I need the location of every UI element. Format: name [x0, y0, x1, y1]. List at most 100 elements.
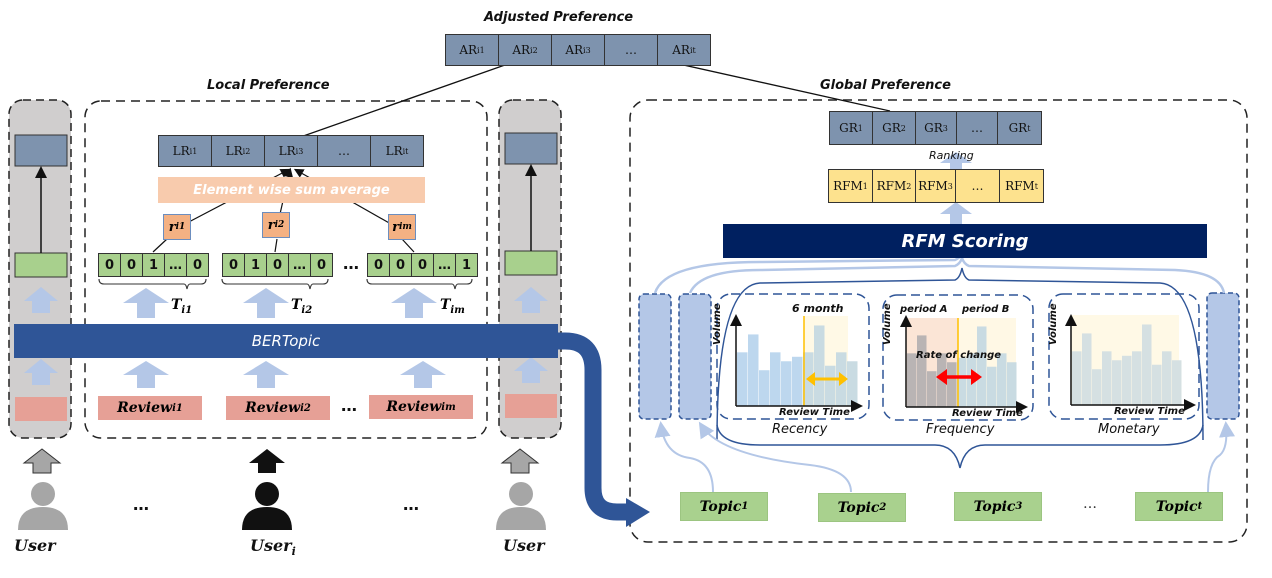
user-icon-right: [496, 482, 546, 530]
topic-feature-bar-1: [638, 293, 672, 420]
monetary-x-label: Review Time: [1114, 406, 1185, 417]
topic-dist-label-2: Ti2: [291, 297, 313, 316]
bertopic-bar: [14, 324, 558, 358]
side-review-box-left: [15, 397, 67, 421]
side-vector-box-right: [504, 250, 558, 276]
recency-chart: [730, 314, 863, 412]
gr-cell: …: [957, 112, 998, 144]
recency-y-label: Volume: [712, 303, 723, 345]
monetary-bar: [1112, 360, 1122, 405]
recency-bar: [759, 370, 770, 406]
ranking-label: Ranking: [929, 149, 974, 162]
side-vector-box-left: [14, 252, 68, 278]
monetary-bar: [1152, 364, 1162, 405]
vector-cell: 0: [121, 254, 143, 276]
vector-ellipsis: …: [343, 254, 359, 273]
recency-bar: [825, 365, 836, 406]
monetary-bar: [1162, 351, 1172, 405]
vector-cell: 0: [368, 254, 390, 276]
recency-bar: [814, 325, 825, 406]
frequency-y-label: Volume: [882, 303, 893, 345]
vector-cell: …: [434, 254, 456, 276]
monetary-bar: [1092, 369, 1102, 405]
topic-feature-bar-t: [1206, 292, 1240, 420]
vector-cell: 0: [99, 254, 121, 276]
local-preference-container: [84, 100, 488, 439]
frequency-x-label: Review Time: [952, 408, 1023, 419]
monetary-bar: [1142, 324, 1152, 405]
monetary-bar: [1072, 351, 1082, 405]
flow-arrows-up: [24, 152, 972, 388]
frequency-bar: [1007, 362, 1017, 407]
global-preference-container: [629, 99, 1248, 543]
monetary-chart: [1065, 314, 1196, 411]
period-a-label: period A: [900, 304, 948, 315]
monetary-bar: [1122, 355, 1132, 405]
frequency-caption: Frequency: [926, 422, 995, 437]
topic-feature-bar-2: [678, 293, 712, 420]
frequency-chart: [900, 315, 1028, 413]
recency-bar: [781, 361, 792, 406]
user-label-right: User: [503, 536, 545, 555]
vector-cell: 0: [267, 254, 289, 276]
vector-cell: 1: [461, 257, 472, 273]
element-wise-sum-label: Element wise sum average: [158, 177, 425, 203]
side-pref-box-left: [14, 134, 68, 167]
vector-cell: 0: [192, 257, 203, 273]
recency-bar: [770, 352, 781, 406]
recency-bar: [847, 361, 858, 406]
vector-cell: …: [165, 254, 187, 276]
monetary-bar: [1132, 351, 1142, 405]
recency-bar: [737, 352, 748, 406]
user-label-left: User: [14, 536, 56, 555]
vector-cell: 1: [143, 254, 165, 276]
topic-dist-label-m: Tim: [440, 297, 465, 316]
rate-of-change-label: Rate of change: [916, 350, 1002, 361]
monetary-frame: [1048, 293, 1200, 420]
frequency-bar: [947, 362, 957, 407]
local-preference-title: Local Preference: [207, 78, 330, 93]
monetary-bar: [1172, 360, 1182, 405]
period-b-label: period B: [962, 304, 1010, 315]
recency-caption: Recency: [772, 422, 828, 437]
user-arrow-center: [249, 449, 285, 473]
recency-bar: [792, 356, 803, 406]
vector-cell: 0: [223, 254, 245, 276]
frequency-bar: [907, 353, 917, 407]
frequency-bar: [927, 371, 937, 407]
user-ellipsis-left: …: [133, 495, 149, 514]
frequency-bar: [997, 353, 1007, 407]
ar-cell: …: [605, 35, 658, 65]
recency-annotation: 6 month: [792, 302, 844, 315]
monetary-bar: [1102, 351, 1112, 405]
review-ellipsis: …: [341, 396, 357, 415]
frequency-bar: [917, 335, 927, 407]
vector-cell: 0: [316, 257, 327, 273]
frequency-bar: [957, 357, 967, 407]
user-arrow-right: [500, 448, 540, 474]
lr-cell: …: [318, 136, 371, 166]
recency-x-label: Review Time: [779, 407, 850, 418]
